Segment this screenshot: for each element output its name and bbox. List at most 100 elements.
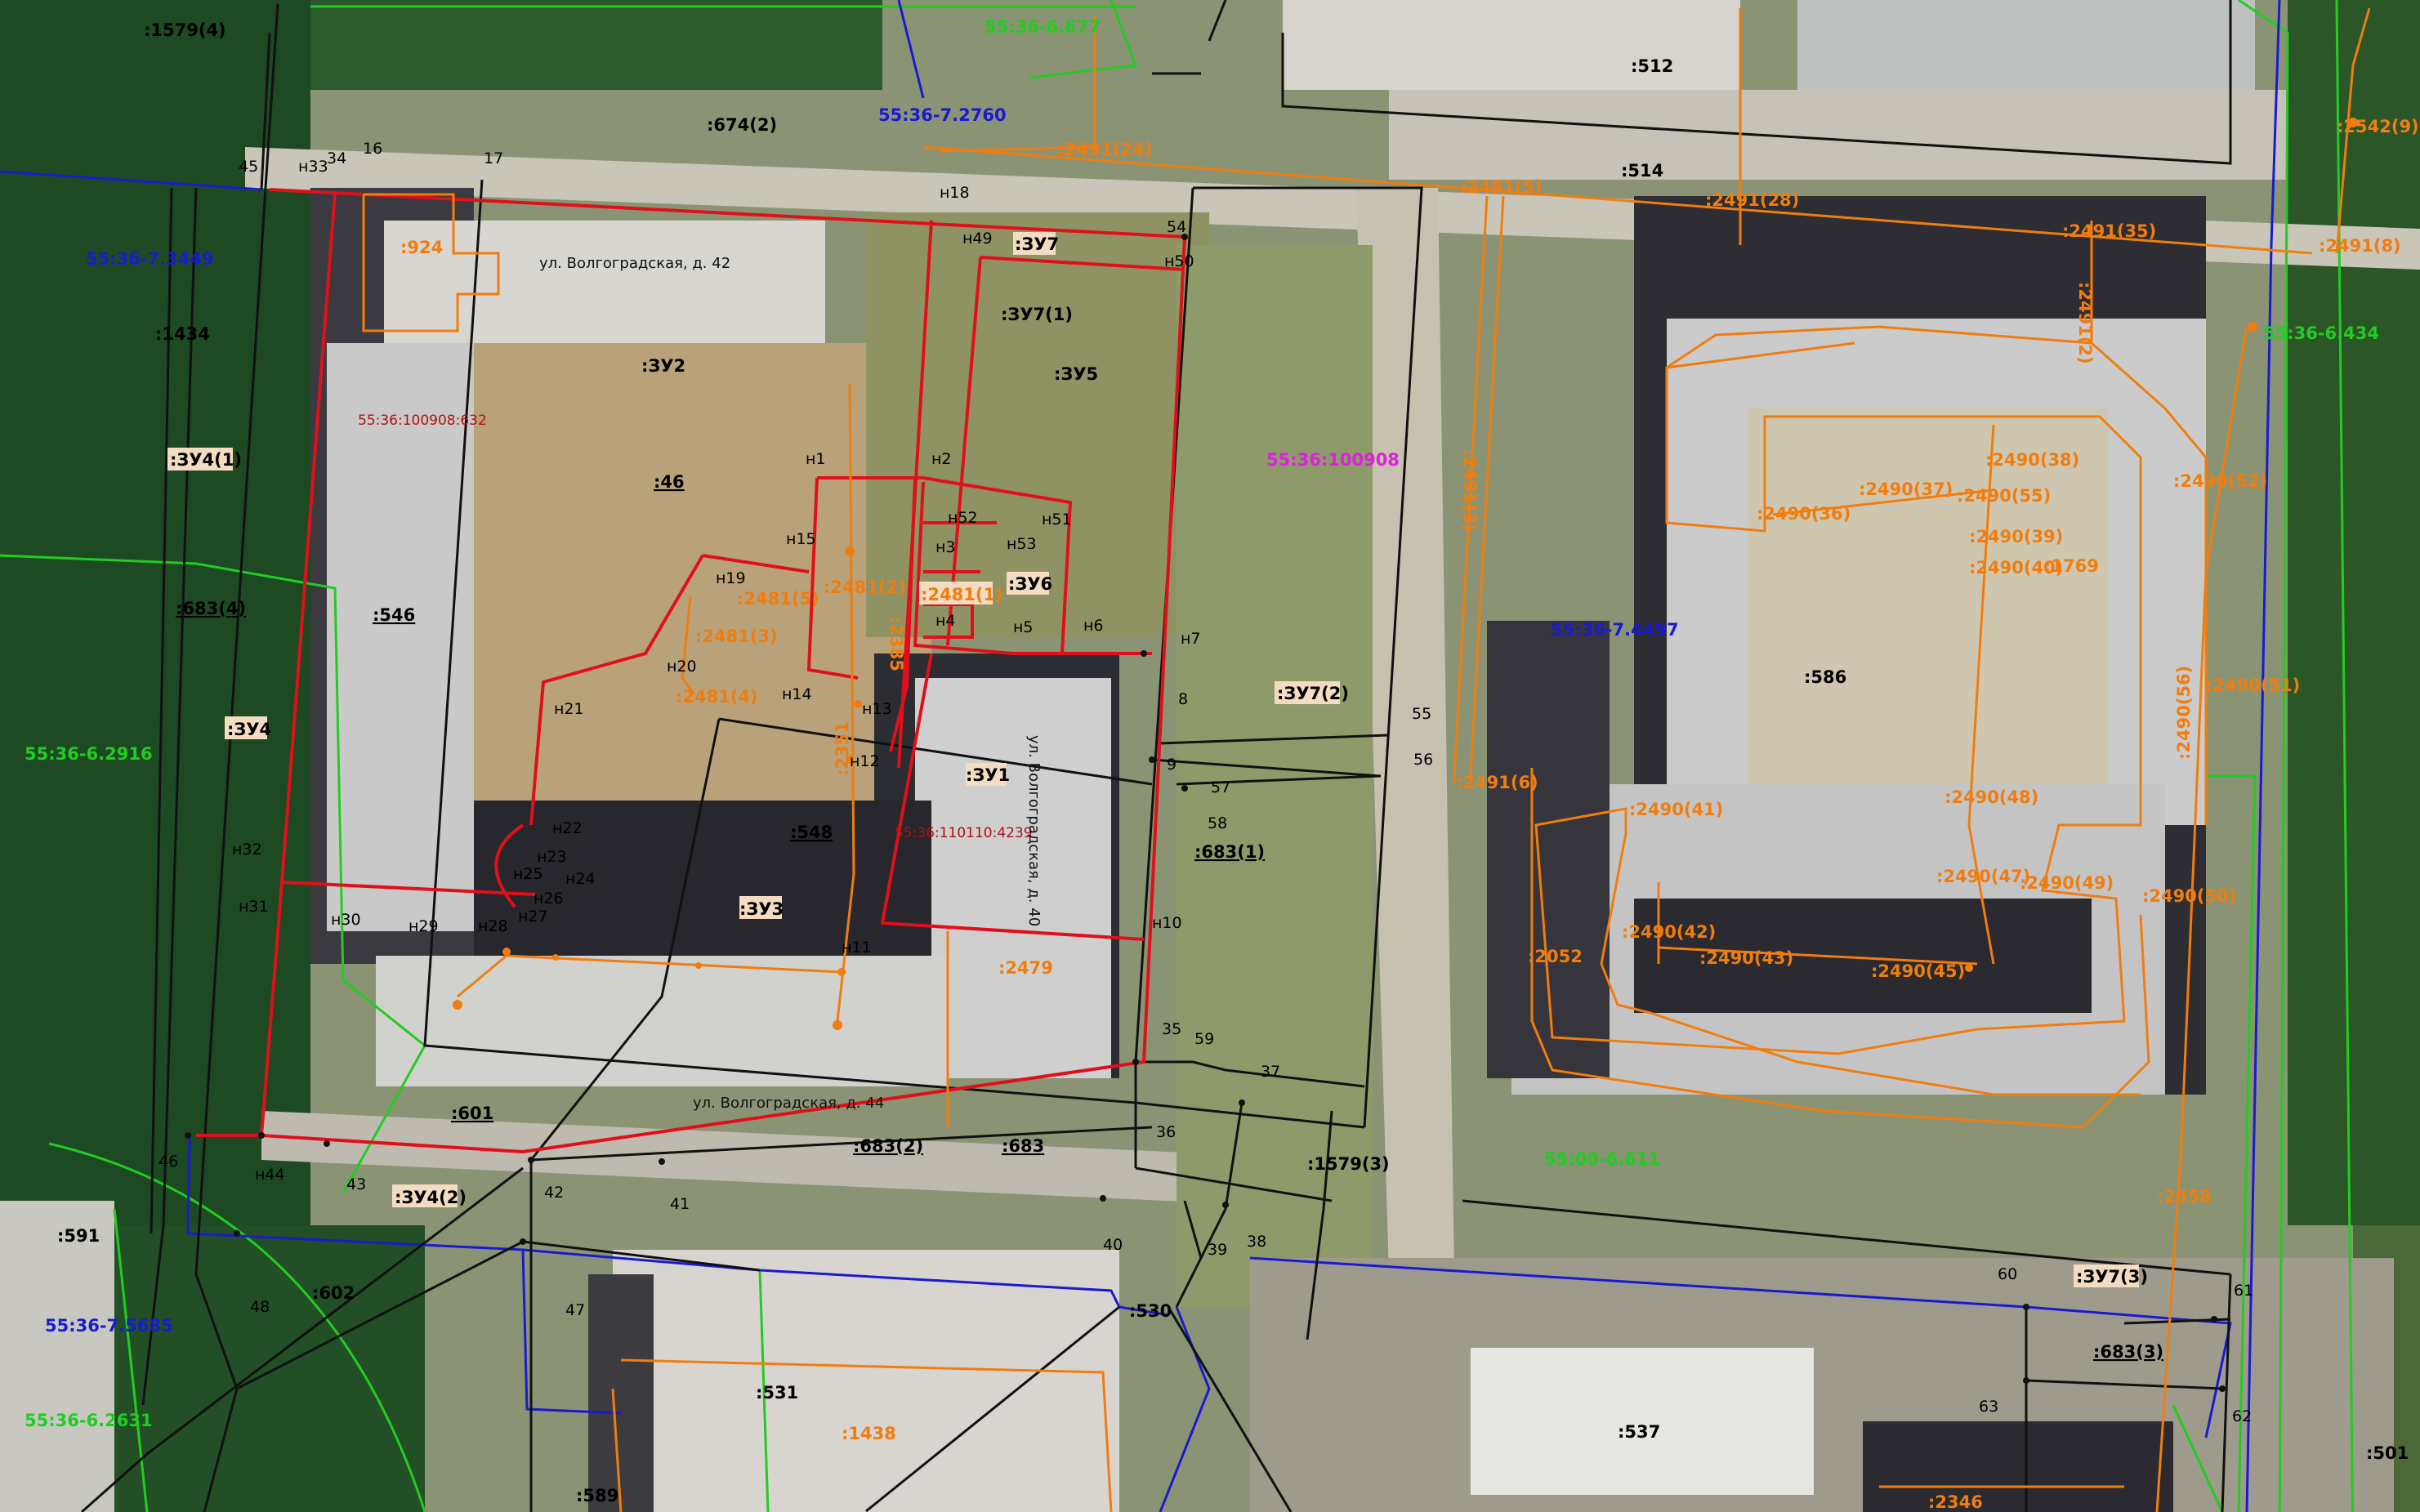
label-531: :531 <box>756 1383 798 1403</box>
label-586: :586 <box>1804 667 1846 687</box>
orange-labels: :924 :2491(24) :2491(5) :2491(28) :2491(… <box>400 117 2419 1512</box>
label-674-2: :674(2) <box>707 115 777 135</box>
label-2490-49: :2490(49) <box>2020 873 2114 893</box>
label-block-100908: 55:36:100908 <box>1266 450 1400 470</box>
label-1434: :1434 <box>155 324 210 344</box>
label-2490-37: :2490(37) <box>1859 479 1953 499</box>
pt-35: 35 <box>1162 1020 1181 1038</box>
pt-n12: н12 <box>850 752 880 770</box>
label-2490-38: :2490(38) <box>1985 450 2079 470</box>
pt-n50: н50 <box>1164 252 1194 270</box>
label-zu4-1: :ЗУ4(1) <box>170 450 242 470</box>
pt-n49: н49 <box>962 230 993 248</box>
pt-n15: н15 <box>786 530 816 548</box>
label-2490-40: :2490(40) <box>1969 558 2063 578</box>
pt-n28: н28 <box>478 917 508 935</box>
label-zu7: :ЗУ7 <box>1015 234 1059 254</box>
pt-n31: н31 <box>239 898 269 916</box>
pt-n30: н30 <box>331 911 361 929</box>
pt-n33: н33 <box>298 158 328 176</box>
label-quarter-6434: 55:36-6.434 <box>2263 323 2379 343</box>
label-2490-50: :2490(50) <box>2142 886 2236 906</box>
label-589: :589 <box>576 1486 618 1505</box>
label-2490-47: :2490(47) <box>1936 867 2030 886</box>
pt-17: 17 <box>484 149 503 167</box>
label-2490-56: :2490(56) <box>2174 666 2194 760</box>
pt-n10: н10 <box>1152 914 1182 932</box>
label-quarter-6677: 55:36-6.677 <box>985 17 1101 37</box>
pt-8: 8 <box>1178 690 1188 708</box>
label-quarter-62631: 55:36-6.2631 <box>25 1411 153 1430</box>
pt-n52: н52 <box>948 509 978 527</box>
street-volg40: ул. Волгоградская, д. 40 <box>1025 735 1043 926</box>
quarter-labels: 55:36-6.677 55:36-7.2760 55:36-7.3449 55… <box>25 17 2379 1430</box>
pt-61: 61 <box>2234 1282 2253 1300</box>
label-537: :537 <box>1618 1422 1660 1442</box>
label-2491-6: :2491(6) <box>1456 773 1538 792</box>
label-zu6: :ЗУ6 <box>1008 574 1052 594</box>
label-2346: :2346 <box>1928 1492 1983 1512</box>
label-zu7-2: :ЗУ7(2) <box>1277 684 1349 703</box>
pt-45: 45 <box>239 158 258 176</box>
pt-n23: н23 <box>537 848 567 866</box>
label-591: :591 <box>57 1226 100 1246</box>
pt-n1: н1 <box>806 450 826 468</box>
label-1769: :1769 <box>2044 556 2099 576</box>
label-546: :546 <box>373 605 415 625</box>
blue-quarter-lines <box>0 0 2281 1512</box>
label-zu3: :ЗУ3 <box>739 899 784 919</box>
pt-n20: н20 <box>667 658 697 676</box>
label-2491-3: :2491(3) <box>1460 449 1480 532</box>
label-548: :548 <box>790 823 833 842</box>
pt-n24: н24 <box>565 870 596 888</box>
pt-n51: н51 <box>1042 511 1072 529</box>
street-volg42: ул. Волгоградская, д. 42 <box>539 255 730 272</box>
pt-39: 39 <box>1208 1241 1227 1259</box>
label-quarter-62916: 55:36-6.2916 <box>25 744 153 764</box>
pt-41: 41 <box>670 1195 690 1213</box>
pt-n29: н29 <box>409 917 439 935</box>
parcel-labels: :1579(4) :674(2) :512 :514 :1434 :46 :54… <box>57 20 2409 1505</box>
pt-34: 34 <box>327 149 346 167</box>
pt-n26: н26 <box>534 890 564 908</box>
pt-n22: н22 <box>552 819 583 837</box>
label-683-3: :683(3) <box>2093 1342 2163 1362</box>
orange-markers <box>453 118 2358 1030</box>
pt-57: 57 <box>1211 778 1230 796</box>
pt-58: 58 <box>1208 814 1227 832</box>
pt-62: 62 <box>2232 1407 2252 1425</box>
pt-42: 42 <box>544 1184 564 1202</box>
label-2481-2: :2481(2) <box>824 578 906 597</box>
street-labels: ул. Волгоградская, д. 42 ул. Волгоградск… <box>539 255 1043 1112</box>
label-2490-51: :2490(51) <box>2206 676 2300 695</box>
label-530: :530 <box>1129 1301 1172 1321</box>
green-quarter-lines <box>0 0 2354 1512</box>
label-2491-8: :2491(8) <box>2319 236 2401 256</box>
label-2052: :2052 <box>1528 947 1583 966</box>
label-2351: :2351 <box>833 721 852 776</box>
pt-16: 16 <box>363 140 382 158</box>
label-zu4-2: :ЗУ4(2) <box>395 1188 467 1207</box>
pt-n53: н53 <box>1007 535 1037 553</box>
label-683-1: :683(1) <box>1194 842 1265 862</box>
label-46: :46 <box>654 472 685 492</box>
pt-n13: н13 <box>862 700 892 718</box>
label-parcel-632: 55:36:100908:632 <box>358 413 487 429</box>
label-2385: :2385 <box>886 617 906 671</box>
label-924: :924 <box>400 238 443 257</box>
red-project-boundaries <box>196 188 1187 1154</box>
point-markers <box>185 234 2226 1392</box>
label-2490-36: :2490(36) <box>1757 504 1851 524</box>
pt-n6: н6 <box>1083 617 1104 635</box>
pt-n18: н18 <box>940 184 970 202</box>
zu-labels: :ЗУ1 :ЗУ2 :ЗУ3 :ЗУ4 :ЗУ4(1) :ЗУ4(2) :ЗУ5… <box>167 232 2148 1287</box>
pt-n32: н32 <box>232 841 262 859</box>
label-zu5: :ЗУ5 <box>1054 364 1098 384</box>
pt-63: 63 <box>1979 1398 1998 1416</box>
label-zu1: :ЗУ1 <box>966 765 1010 785</box>
pt-56: 56 <box>1413 751 1433 769</box>
pt-n11: н11 <box>842 939 872 957</box>
label-683-4: :683(4) <box>176 599 246 618</box>
pt-9: 9 <box>1167 756 1177 774</box>
